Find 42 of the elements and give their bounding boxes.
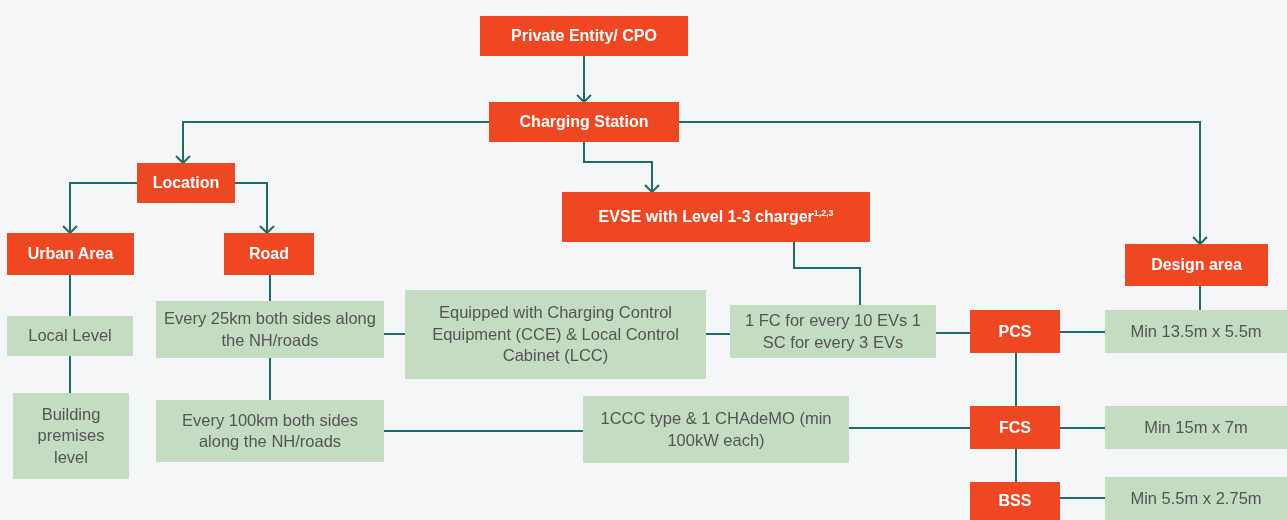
detail-box: Min 13.5m x 5.5m — [1105, 310, 1287, 353]
category-box: Charging Station — [489, 102, 679, 142]
detail-box: Min 15m x 7m — [1105, 406, 1287, 449]
detail-box: Every 100km both sides along the NH/roads — [156, 400, 384, 462]
connector-line — [269, 274, 271, 302]
connector-line — [69, 355, 71, 394]
arrow — [678, 121, 1208, 245]
category-box: Private Entity/ CPO — [480, 16, 688, 56]
category-box: PCS — [970, 310, 1060, 353]
category-box: Road — [224, 233, 314, 275]
connector-line — [1059, 331, 1106, 333]
connector-line — [69, 274, 71, 317]
connector-line — [1015, 448, 1017, 483]
detail-box: 1CCC type & 1 CHAdeMO (min 100kW each) — [583, 396, 849, 463]
connector-line — [383, 430, 584, 432]
arrow — [576, 55, 592, 103]
category-box: Location — [137, 163, 235, 203]
detail-box: Local Level — [7, 316, 133, 356]
connector-line — [1059, 497, 1106, 499]
connector-line — [793, 241, 861, 306]
arrow — [175, 121, 490, 164]
category-box: FCS — [970, 406, 1060, 449]
detail-box: Every 25km both sides along the NH/roads — [156, 301, 384, 358]
category-box: EVSE with Level 1-3 charger$^{1,2,3}$ — [562, 192, 870, 242]
connector-line — [383, 333, 406, 335]
detail-box: 1 FC for every 10 EVs 1 SC for every 3 EVs — [730, 305, 936, 358]
connector-line — [1059, 427, 1106, 429]
category-box: Design area — [1125, 244, 1268, 286]
connector-line — [848, 427, 971, 429]
arrow — [234, 182, 275, 234]
connector-line — [1015, 352, 1017, 407]
arrow — [583, 141, 660, 193]
connector-line — [705, 333, 731, 335]
connector-line — [935, 332, 971, 334]
arrow — [62, 182, 138, 234]
connector-line — [269, 357, 271, 401]
detail-box: Min 5.5m x 2.75m — [1105, 477, 1287, 520]
connector-line — [1199, 285, 1201, 311]
detail-box: Building premises level — [13, 393, 129, 479]
category-box: BSS — [970, 482, 1060, 520]
category-box: Urban Area — [7, 233, 134, 275]
detail-box: Equipped with Charging Control Equipment (CCE) & Local Control Cabinet (LCC) — [405, 290, 706, 379]
